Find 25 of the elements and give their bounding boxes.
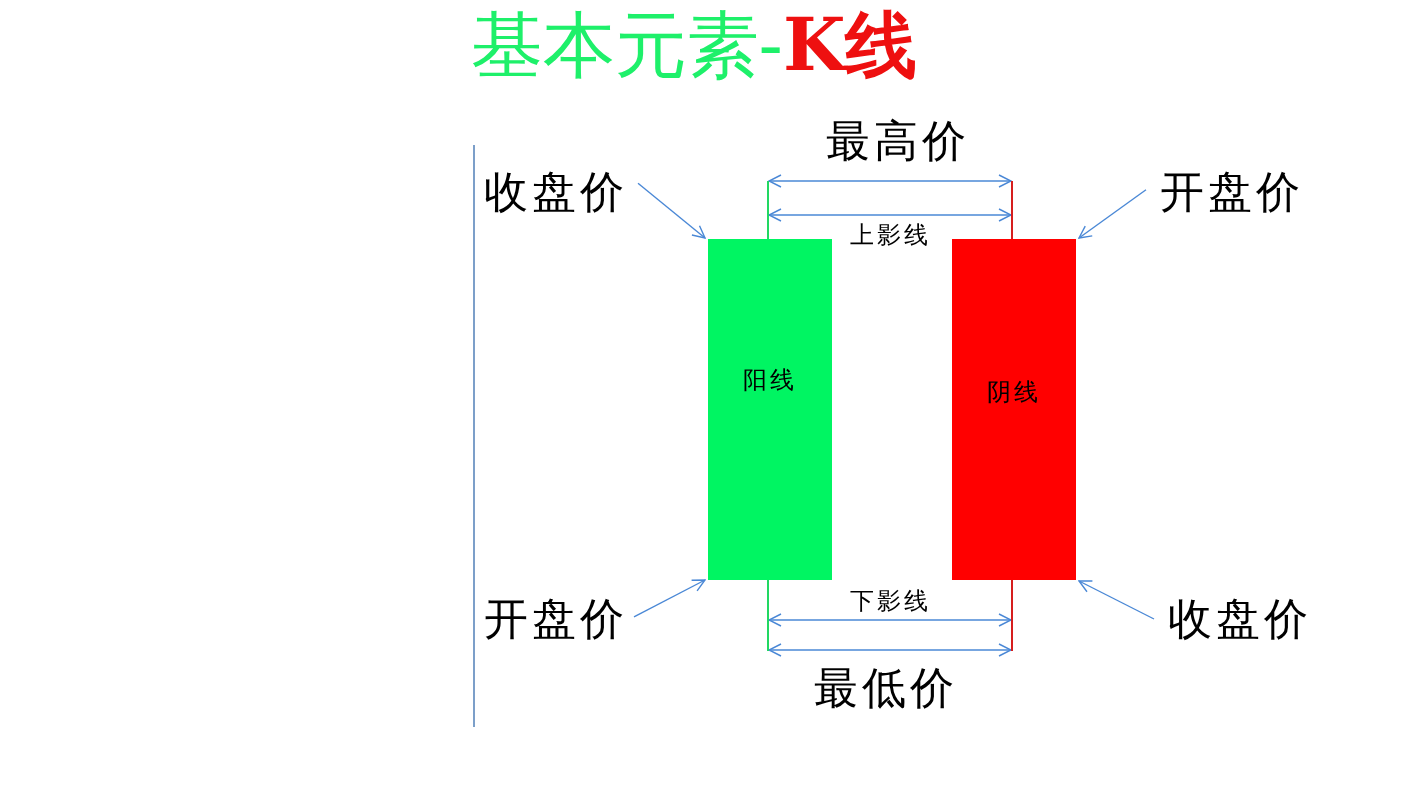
candle-wick <box>767 580 769 651</box>
leader-arrow <box>1078 580 1155 620</box>
title: 基本元素-K线 <box>470 9 918 81</box>
edge-label: 最低价 <box>814 666 958 710</box>
candle-wick <box>767 181 769 239</box>
candle-body <box>952 239 1076 580</box>
leader-arrow <box>633 579 706 618</box>
price-label: 开盘价 <box>484 597 628 641</box>
candle-body <box>708 239 832 580</box>
double-arrow <box>768 208 1012 222</box>
double-arrow <box>768 643 1012 657</box>
leader-arrow <box>637 182 706 239</box>
candle-label: 阴线 <box>987 380 1041 404</box>
candle-label: 阳线 <box>743 368 797 392</box>
price-label: 收盘价 <box>484 170 628 214</box>
candle-wick <box>1011 181 1013 239</box>
leader-arrow <box>1078 189 1147 239</box>
price-label: 开盘价 <box>1160 170 1304 214</box>
price-label: 收盘价 <box>1168 597 1312 641</box>
candle-wick <box>1011 580 1013 651</box>
edge-label: 最高价 <box>826 119 970 163</box>
edge-label: 上影线 <box>849 223 931 247</box>
double-arrow <box>768 174 1012 188</box>
edge-label: 下影线 <box>849 589 931 613</box>
double-arrow <box>768 613 1012 627</box>
